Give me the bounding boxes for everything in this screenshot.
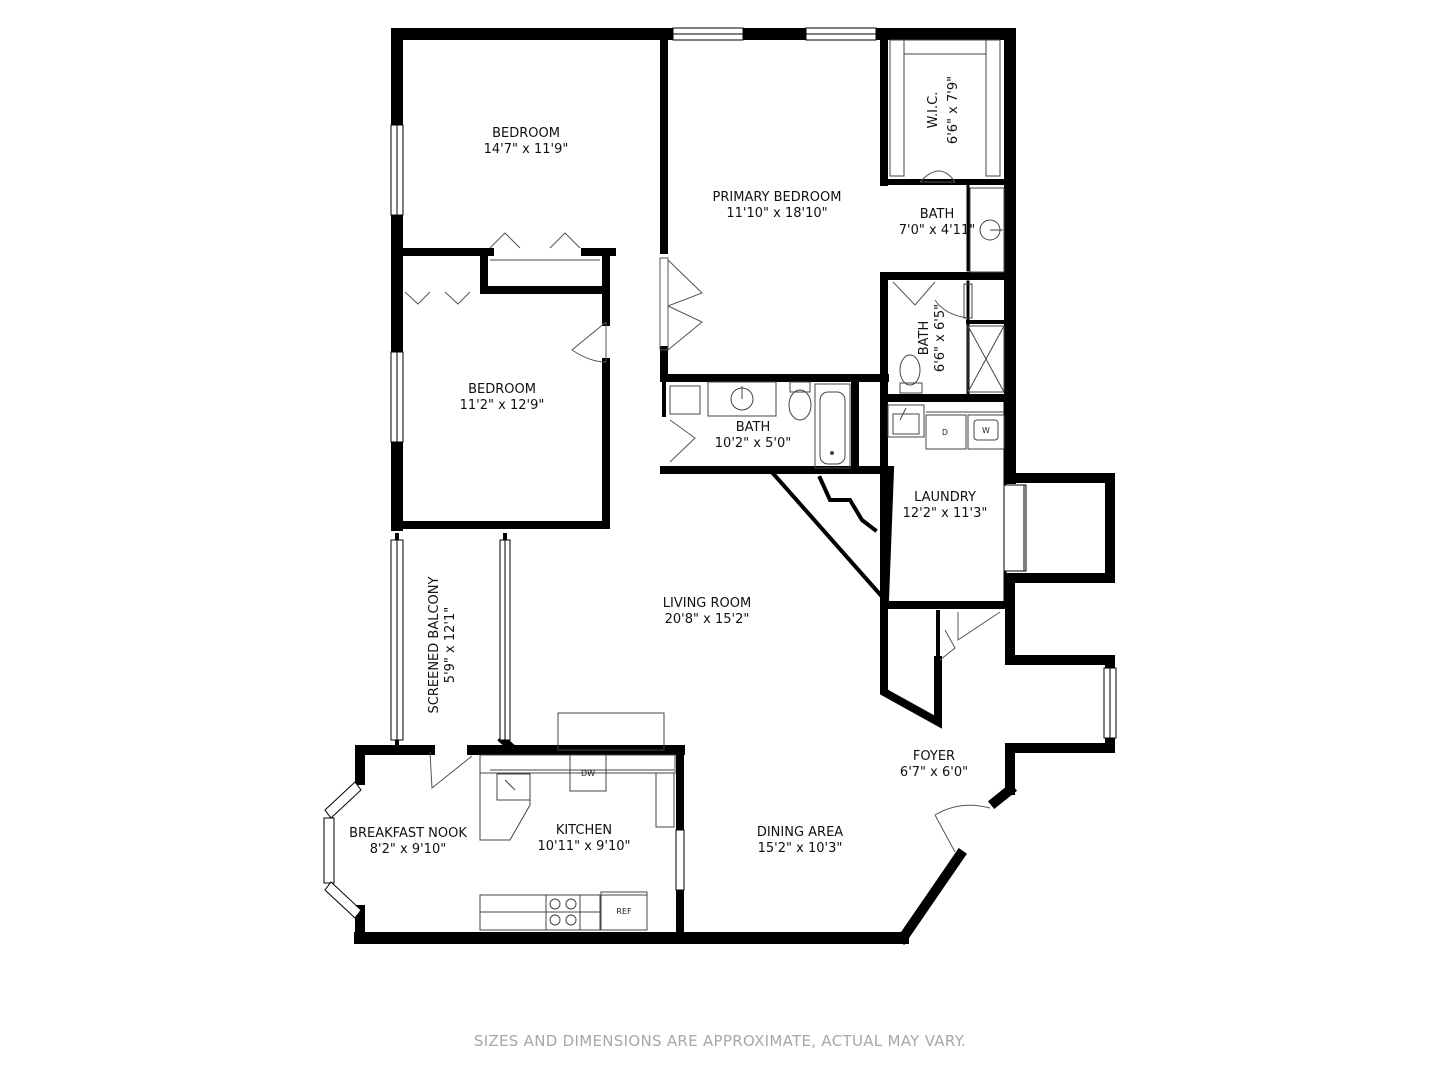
room-labels: BEDROOM 14'7" x 11'9" PRIMARY BEDROOM 11… (349, 76, 987, 857)
room-name-wic: W.I.C. (926, 92, 941, 129)
room-dims-breakfast-nook: 8'2" x 9'10" (370, 842, 446, 857)
bathtub-icon (814, 383, 851, 469)
room-dims-living-room: 20'8" x 15'2" (665, 612, 750, 627)
room-dims-dining-area: 15'2" x 10'3" (758, 841, 843, 856)
room-name-bedroom2: BEDROOM (468, 382, 536, 397)
stove-icon (545, 894, 581, 931)
room-dims-screened-balcony: 5'9" x 12'1" (443, 607, 458, 683)
toilet-icon (899, 354, 921, 386)
windows (323, 27, 1117, 919)
dryer-icon (925, 414, 967, 450)
room-name-bath-primary: BATH (920, 207, 955, 222)
room-dims-bath-primary: 7'0" x 4'11" (899, 223, 975, 238)
room-dims-wic: 6'6" x 7'9" (946, 76, 961, 144)
room-name-breakfast-nook: BREAKFAST NOOK (349, 826, 467, 841)
room-name-bedroom1: BEDROOM (492, 126, 560, 141)
dryer-label: D (942, 428, 948, 437)
room-dims-bath-hall: 10'2" x 5'0" (715, 436, 791, 451)
laundry-sink-icon (887, 404, 925, 438)
disclaimer-text: SIZES AND DIMENSIONS ARE APPROXIMATE, AC… (473, 1032, 967, 1050)
room-name-primary-bedroom: PRIMARY BEDROOM (713, 190, 842, 205)
dishwasher-icon (569, 754, 607, 792)
room-dims-kitchen: 10'11" x 9'10" (538, 839, 631, 854)
hall-toilet-icon (788, 389, 812, 421)
room-dims-bedroom1: 14'7" x 11'9" (484, 142, 569, 157)
console-unit (557, 712, 665, 751)
room-dims-bath-shower: 6'6" x 6'5" (933, 304, 948, 372)
room-dims-bedroom2: 11'2" x 12'9" (460, 398, 545, 413)
room-name-dining-area: DINING AREA (757, 825, 843, 840)
refrigerator-label: REF (616, 907, 632, 916)
washer-label: W (982, 426, 990, 435)
refrigerator-icon (600, 891, 648, 931)
room-dims-primary-bedroom: 11'10" x 18'10" (726, 206, 827, 221)
dishwasher-label: DW (581, 769, 595, 778)
washer-icon (967, 414, 1005, 450)
room-name-kitchen: KITCHEN (556, 823, 612, 838)
room-name-living-room: LIVING ROOM (663, 596, 751, 611)
room-dims-laundry: 12'2" x 11'3" (903, 506, 988, 521)
fixtures (479, 39, 1005, 931)
room-name-screened-balcony: SCREENED BALCONY (427, 576, 442, 713)
room-name-laundry: LAUNDRY (914, 490, 976, 505)
room-name-bath-shower: BATH (917, 321, 932, 356)
room-name-bath-hall: BATH (736, 420, 771, 435)
walls (354, 28, 1115, 945)
doors (404, 170, 1001, 853)
room-name-foyer: FOYER (913, 749, 955, 764)
room-dims-foyer: 6'7" x 6'0" (900, 765, 968, 780)
